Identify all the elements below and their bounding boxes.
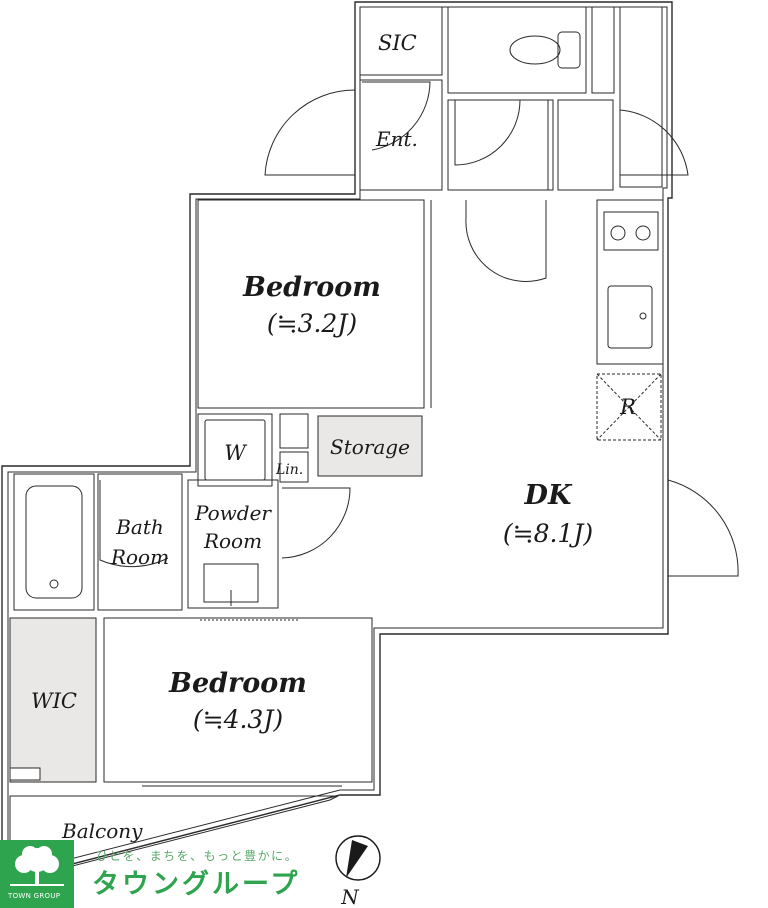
dk-door	[384, 479, 739, 629]
bedroom-lower-name: Bedroom	[168, 668, 307, 699]
bedroom-upper	[197, 199, 547, 409]
sic-label: SIC	[378, 31, 417, 55]
kitchen-counter	[596, 199, 664, 365]
brand-tagline: ひとを、まちを、もっと豊かに。	[96, 849, 299, 863]
powder-label-line2: Room	[203, 529, 262, 553]
wic-label: WIC	[31, 689, 77, 713]
bedroom-lower-area: (≒4.3J)	[193, 705, 283, 734]
washer-label: W	[224, 441, 248, 465]
sic-area	[359, 6, 663, 188]
powder-room	[187, 479, 351, 609]
dk-area: (≒8.1J)	[503, 519, 593, 548]
outer-walls	[1, 1, 673, 881]
laundry-area	[197, 413, 423, 487]
powder-label-line1: Powder	[194, 501, 272, 525]
linen-label: Lin.	[275, 462, 303, 478]
toilet-icon	[509, 31, 581, 69]
bath-label-line2: Room	[110, 545, 169, 569]
tree-icon	[10, 846, 64, 886]
brand-logo	[0, 840, 74, 908]
bath-label-line1: Bath	[115, 515, 164, 539]
dk-name: DK	[524, 480, 573, 511]
bedroom-lower	[103, 617, 373, 787]
entrance-label: Ent.	[375, 127, 418, 151]
bedroom-upper-area: (≒3.2J)	[267, 309, 357, 338]
brand-name: タウングループ	[92, 869, 301, 900]
refrigerator-space	[596, 373, 662, 441]
balcony-label: Balcony	[61, 819, 143, 843]
north-compass-icon	[335, 835, 381, 881]
bedroom-upper-name: Bedroom	[242, 272, 381, 303]
entrance-area	[264, 79, 689, 191]
refrigerator-label: R	[619, 395, 636, 419]
bath-room	[13, 473, 183, 611]
storage-label: Storage	[330, 435, 410, 459]
wic	[9, 617, 97, 783]
north-label: N	[340, 885, 360, 908]
brand-sub: TOWN GROUP	[8, 892, 61, 900]
